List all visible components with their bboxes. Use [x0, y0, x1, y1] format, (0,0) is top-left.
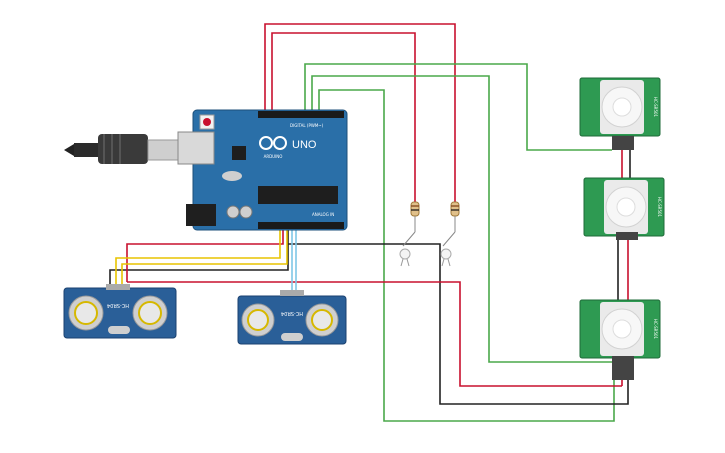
arduino-logo-icon: [259, 136, 273, 150]
arduino-logo-text: ARDUINO: [264, 154, 283, 159]
resistor-2: [442, 201, 460, 247]
dc-jack: [186, 204, 216, 226]
wire-black-gnd-main: [287, 226, 629, 405]
ultrasonic-sensor-1: HC-SR04: [63, 284, 177, 339]
capacitor-1: [226, 205, 240, 219]
crystal: [222, 171, 242, 181]
wire-red-pir-chain: [621, 150, 629, 386]
digital-pins-label: DIGITAL (PWM~): [290, 123, 324, 128]
wire-red-top-2: [271, 32, 416, 205]
usb-port: [177, 131, 215, 165]
usb-cable: [64, 134, 179, 164]
wire-red-top-1: [264, 23, 456, 205]
ultrasonic-1-model: HC-SR04: [107, 302, 129, 308]
pir-sensor-1: HC-SR501: [579, 77, 661, 150]
resistor-1: [402, 201, 420, 247]
ultrasonic-2-model: HC-SR04: [281, 310, 303, 316]
atmega-chip: [258, 186, 338, 204]
arduino-model-label: UNO: [292, 139, 317, 151]
ultrasonic-sensor-2: HC-SR04: [237, 290, 347, 345]
wire-black-gnd-us1: [109, 244, 289, 288]
power-analog-header: [258, 222, 344, 229]
arduino-uno-board: ARDUINO UNO DIGITAL (PWM~) ANALOG IN: [177, 109, 348, 231]
pir-1-model: HC-SR501: [653, 97, 658, 118]
capacitor-2: [239, 205, 253, 219]
analog-pins-label: ANALOG IN: [312, 212, 334, 217]
digital-header: [258, 111, 344, 118]
wire-green-pir-1: [304, 63, 612, 151]
pir-sensor-2: HC-SR501: [583, 177, 665, 240]
led-2: [440, 248, 452, 267]
led-1: [399, 248, 411, 267]
wire-green-pir-2: [311, 75, 612, 363]
pir-3-model: HC-SR501: [653, 319, 658, 340]
pir-sensor-3: HC-SR501: [579, 299, 661, 380]
wire-green-pir-3: [318, 89, 615, 422]
usb-chip: [232, 146, 246, 160]
pir-2-model: HC-SR501: [657, 197, 662, 218]
wire-red-5v-us1: [126, 226, 622, 387]
wire-black-pir-chain: [617, 150, 631, 300]
